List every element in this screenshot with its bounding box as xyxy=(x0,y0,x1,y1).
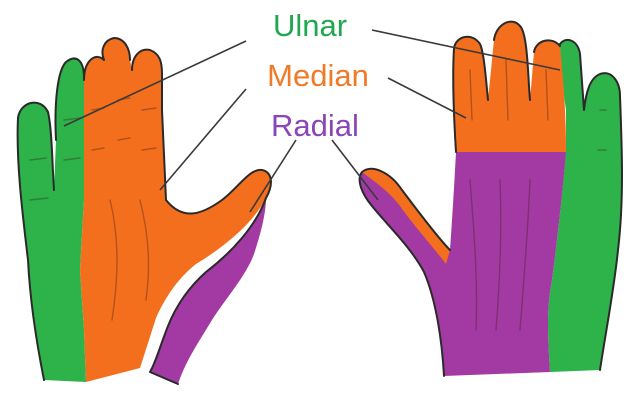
left-hand-ulnar-region xyxy=(18,59,86,382)
median-leader-left xyxy=(160,89,246,190)
ulnar-label: Ulnar xyxy=(273,8,347,43)
right-hand xyxy=(360,22,622,376)
median-label: Median xyxy=(267,58,369,93)
left-hand xyxy=(18,38,271,384)
radial-label: Radial xyxy=(271,108,359,143)
